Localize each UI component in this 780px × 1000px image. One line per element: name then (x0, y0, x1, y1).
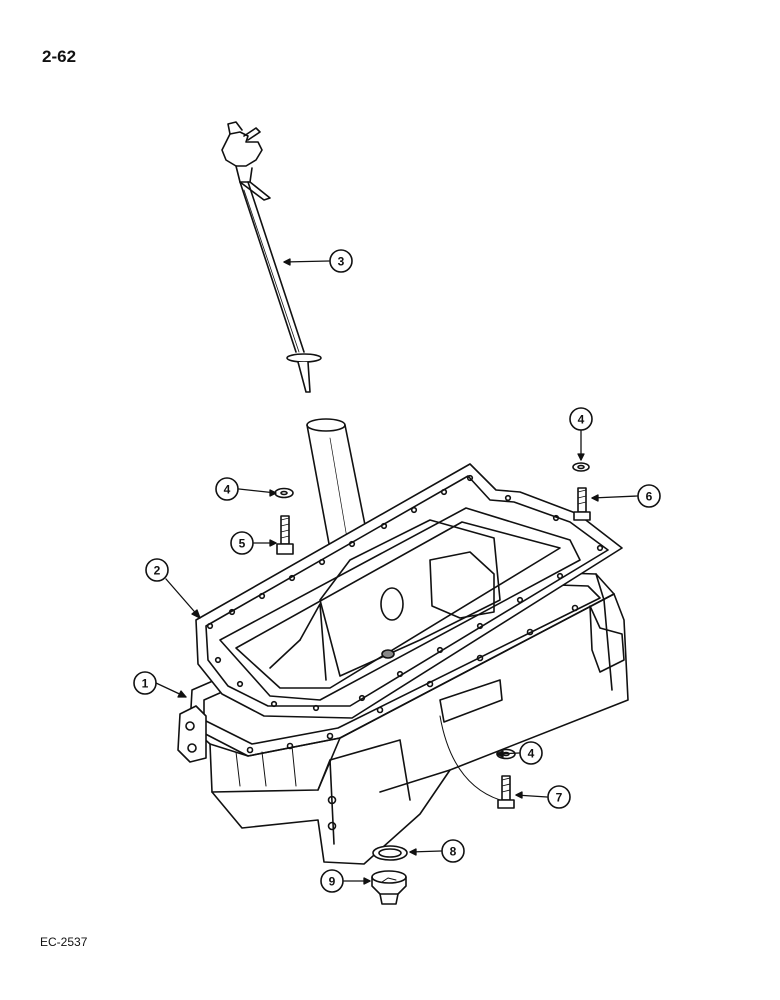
callout-3: 3 (329, 249, 353, 273)
callout-5: 5 (230, 531, 254, 555)
washer-top-left (274, 487, 294, 499)
callout-4-lower: 4 (519, 741, 543, 765)
bolt-guide-line (439, 715, 501, 801)
callout-2-label: 2 (154, 564, 161, 578)
callout-4b-label: 4 (224, 483, 231, 497)
page-number: 2-62 (42, 47, 77, 66)
callout-leaders (155, 258, 638, 885)
callout-5-label: 5 (239, 537, 246, 551)
callout-7: 7 (547, 785, 571, 809)
bolt-5 (276, 515, 294, 555)
callout-7-label: 7 (556, 791, 563, 805)
bolt-7 (497, 775, 515, 809)
drain-plug (371, 870, 407, 905)
callout-8-label: 8 (450, 845, 457, 859)
callout-1-label: 1 (142, 677, 149, 691)
callout-9: 9 (320, 869, 344, 893)
callout-4-top-right: 4 (569, 407, 593, 431)
washer-top-right (572, 462, 590, 472)
callout-2: 2 (145, 558, 169, 582)
callout-8: 8 (441, 839, 465, 863)
callout-4a-label: 4 (578, 413, 585, 427)
callout-3-label: 3 (338, 255, 345, 269)
bolt-6 (573, 487, 591, 521)
dipstick (221, 121, 322, 393)
callout-9-label: 9 (329, 875, 336, 889)
callout-1: 1 (133, 671, 157, 695)
figure-code: EC-2537 (40, 935, 88, 949)
callout-6: 6 (637, 484, 661, 508)
callout-4-left: 4 (215, 477, 239, 501)
oil-pan-interior (219, 507, 581, 701)
callout-4c-label: 4 (528, 747, 535, 761)
callout-6-label: 6 (646, 490, 653, 504)
sealing-ring (372, 845, 408, 861)
